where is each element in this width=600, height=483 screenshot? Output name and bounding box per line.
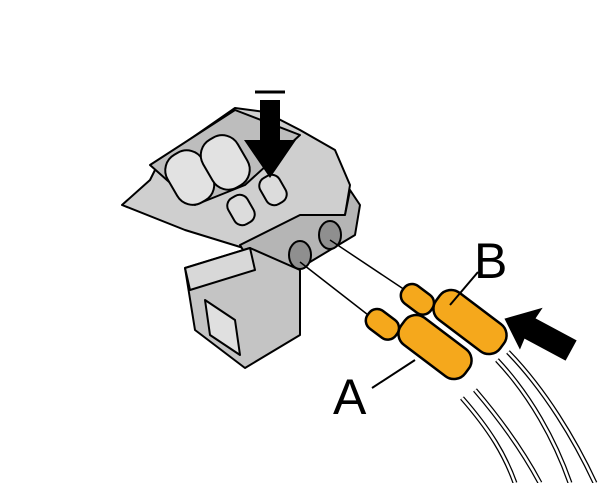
connector-housing — [121, 107, 361, 369]
pin-a — [364, 307, 473, 381]
pin-b — [399, 282, 508, 356]
label-b: B — [474, 233, 508, 289]
push-down-arrow-icon — [244, 90, 296, 178]
guide-lines — [299, 239, 409, 319]
label-a: A — [333, 369, 367, 425]
insert-arrow-icon — [501, 304, 580, 364]
